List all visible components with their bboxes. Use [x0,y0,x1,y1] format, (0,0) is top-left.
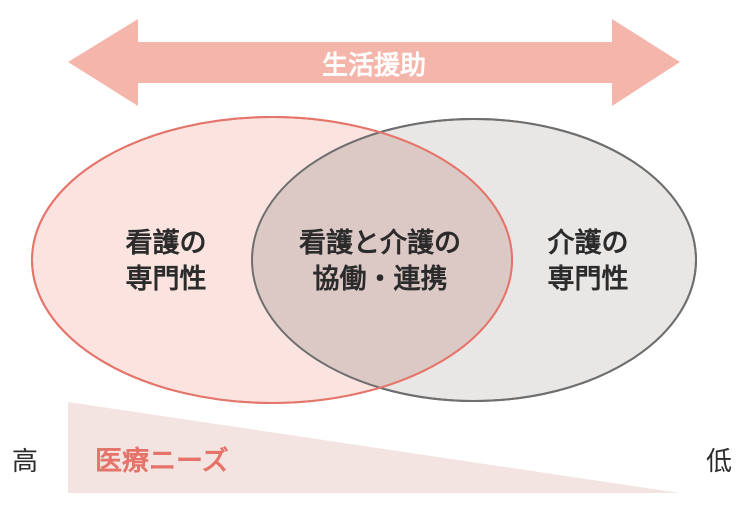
overlap-region [252,119,512,401]
collaboration-line2: 協働・連携 [313,264,448,295]
life-support-arrow [68,19,680,106]
high-label: 高 [12,447,38,477]
care-expertise-line2: 専門性 [548,264,629,295]
nursing-expertise-line1: 看護の [126,227,207,259]
collaboration-line1: 看護と介護の [299,227,461,259]
life-support-label: 生活援助 [322,51,426,81]
medical-needs-wedge [68,402,680,493]
care-circle-outline [251,118,697,402]
care-expertise-line1: 介護の [547,227,629,259]
low-label: 低 [706,447,732,477]
nursing-circle-outline [31,116,513,404]
medical-needs-label: 医療ニーズ [95,445,229,477]
nursing-expertise-line2: 専門性 [126,264,207,295]
